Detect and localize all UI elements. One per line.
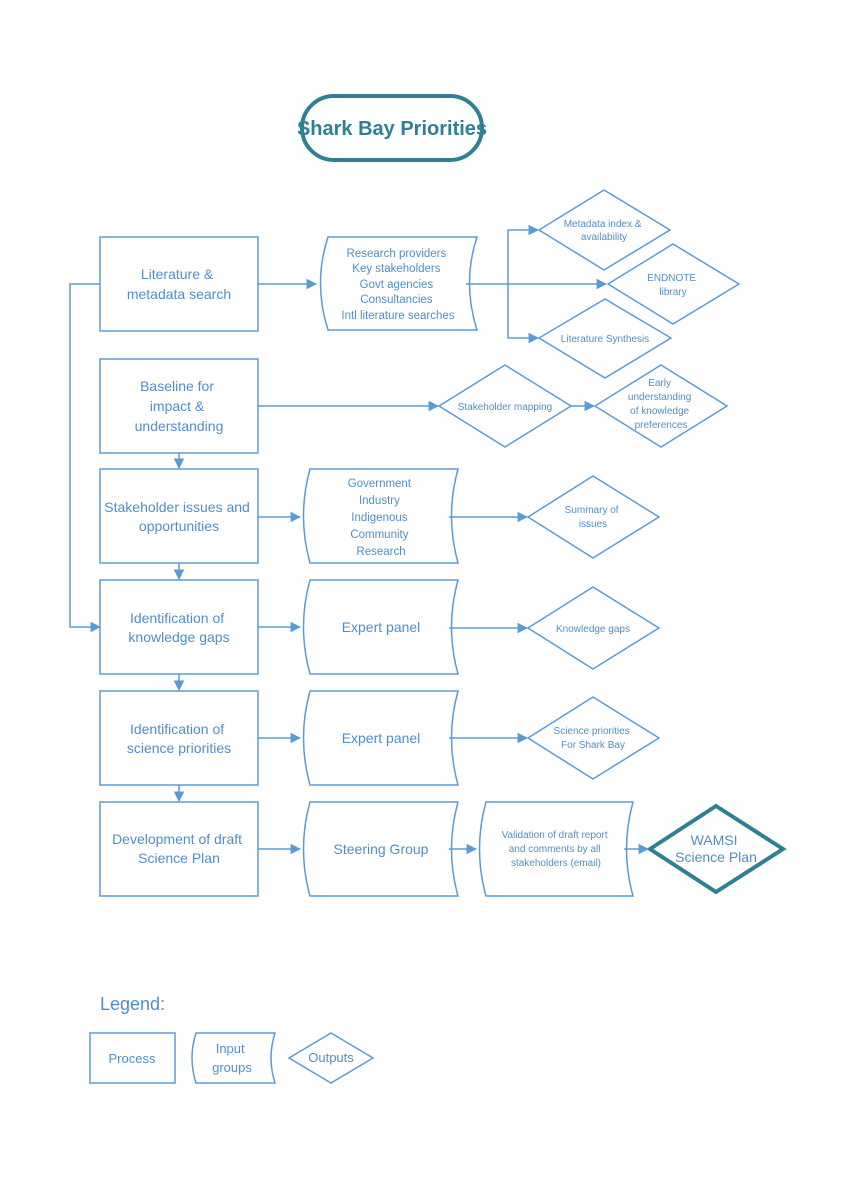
- process-label: Stakeholder issues and opportunities: [104, 499, 253, 534]
- process-draft-plan: Development of draft Science Plan: [99, 801, 259, 897]
- connector: [507, 224, 540, 284]
- legend-input: Input groups: [191, 1032, 277, 1084]
- output-science-priorities: Science priorities For Shark Bay: [526, 696, 661, 780]
- legend-output-label: Outputs: [308, 1050, 354, 1065]
- input-label: Government Industry Indigenous Community…: [348, 478, 414, 558]
- input-label: Expert panel: [342, 619, 421, 635]
- process-label: Baseline for impact & understanding: [135, 378, 224, 434]
- output-label: Stakeholder mapping: [458, 402, 553, 413]
- legend: Legend: Process Input groups Outputs: [89, 994, 375, 1084]
- input-research-providers: Research providers Key stakeholders Govt…: [319, 236, 479, 331]
- legend-output: Outputs: [287, 1032, 375, 1084]
- legend-process-label: Process: [109, 1051, 156, 1066]
- output-label: WAMSI Science Plan: [675, 832, 757, 865]
- output-label: Knowledge gaps: [556, 624, 630, 635]
- process-label: Literature & metadata search: [127, 266, 231, 302]
- input-stakeholder-groups: Government Industry Indigenous Community…: [302, 468, 459, 564]
- process-literature-search: Literature & metadata search: [99, 236, 259, 332]
- connectors: [69, 224, 650, 855]
- process-label: Development of draft Science Plan: [112, 831, 246, 866]
- output-label: Science priorities For Shark Bay: [554, 726, 633, 751]
- legend-process: Process: [89, 1032, 176, 1084]
- legend-input-label: Input groups: [212, 1041, 252, 1075]
- output-literature-synthesis: Literature Synthesis: [537, 298, 673, 379]
- output-stakeholder-mapping: Stakeholder mapping: [437, 364, 573, 448]
- output-early-understanding: Early understanding of knowledge prefere…: [593, 364, 729, 448]
- input-expert-panel-2: Expert panel: [302, 690, 459, 786]
- output-label: ENDNOTE library: [647, 273, 699, 298]
- title-terminator: Shark Bay Priorities: [297, 94, 487, 162]
- process-baseline: Baseline for impact & understanding: [99, 358, 259, 454]
- output-metadata-index: Metadata index & availability: [537, 189, 672, 271]
- output-label: Early understanding of knowledge prefere…: [628, 378, 694, 431]
- process-knowledge-gaps: Identification of knowledge gaps: [99, 579, 259, 675]
- legend-heading: Legend:: [100, 994, 165, 1014]
- connector: [507, 284, 540, 344]
- process-label: Identification of science priorities: [127, 721, 231, 756]
- output-summary-of-issues: Summary of issues: [526, 475, 661, 559]
- input-label: Expert panel: [342, 730, 421, 746]
- input-steering-group: Steering Group: [302, 801, 459, 897]
- input-label: Validation of draft report and comments …: [502, 830, 611, 869]
- output-label: Literature Synthesis: [561, 334, 649, 345]
- output-endnote-library: ENDNOTE library: [606, 243, 741, 325]
- input-validation: Validation of draft report and comments …: [478, 801, 634, 897]
- output-label: Metadata index & availability: [564, 219, 645, 243]
- process-label: Identification of knowledge gaps: [128, 610, 229, 645]
- process-stakeholder-issues: Stakeholder issues and opportunities: [99, 468, 259, 564]
- page-title: Shark Bay Priorities: [297, 118, 487, 140]
- input-label: Research providers Key stakeholders Govt…: [341, 248, 454, 322]
- input-expert-panel-1: Expert panel: [302, 579, 459, 675]
- input-label: Steering Group: [334, 841, 429, 857]
- output-knowledge-gaps: Knowledge gaps: [526, 586, 661, 670]
- connector-loop: [69, 283, 102, 633]
- output-wamsi-science-plan: WAMSI Science Plan: [646, 803, 787, 895]
- output-label: Summary of issues: [565, 505, 622, 530]
- process-science-priorities: Identification of science priorities: [99, 690, 259, 786]
